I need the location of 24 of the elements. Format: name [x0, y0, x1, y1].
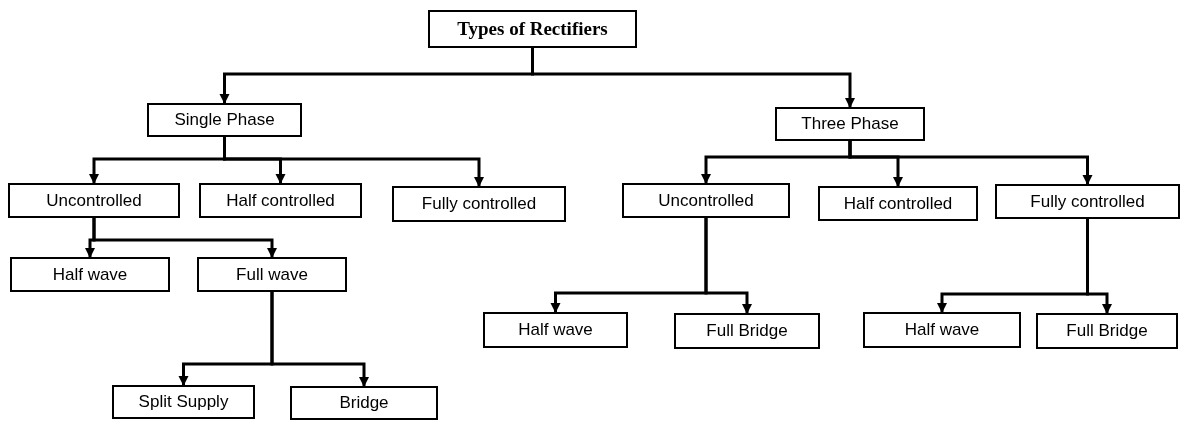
arrow [848, 141, 1093, 186]
category-box: Half wave [10, 257, 170, 292]
category-box: Half controlled [199, 183, 362, 218]
category-box: Full Bridge [1036, 313, 1178, 349]
category-box: Fully controlled [392, 186, 566, 222]
category-box: Half wave [483, 312, 628, 348]
arrow [92, 218, 278, 259]
arrow [1086, 219, 1113, 315]
arrow [223, 137, 485, 188]
category-box: Uncontrolled [8, 183, 180, 218]
arrow [531, 48, 856, 109]
category-box: Bridge [290, 386, 438, 420]
arrow [704, 218, 753, 315]
title-box: Types of Rectifiers [428, 10, 637, 48]
category-box: Full Bridge [674, 313, 820, 349]
category-box: Three Phase [775, 107, 925, 141]
arrow [270, 292, 370, 388]
category-box: Single Phase [147, 103, 302, 137]
category-box: Split Supply [112, 385, 255, 419]
category-box: Fully controlled [995, 184, 1180, 219]
category-box: Full wave [197, 257, 347, 292]
category-box: Half wave [863, 312, 1021, 348]
category-box: Uncontrolled [622, 183, 790, 218]
category-box: Half controlled [818, 186, 978, 221]
